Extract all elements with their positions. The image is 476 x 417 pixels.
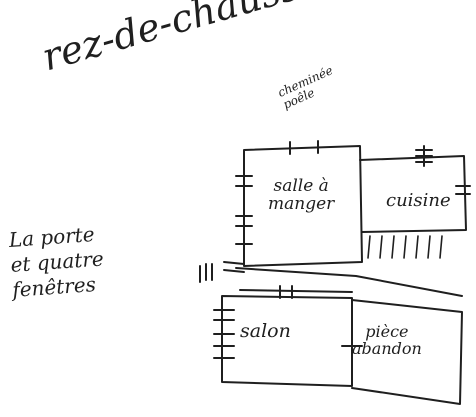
living-window-marks [213, 309, 235, 359]
dining-room-label: salle à manger [268, 176, 335, 214]
abandoned-room-label: pièce abandon [352, 322, 422, 358]
kitchen-stove-marks [415, 145, 471, 195]
living-room-label: salon [240, 320, 291, 342]
chimney-marks [289, 140, 319, 155]
kitchen-label: cuisine [386, 190, 451, 211]
abandoned-room-walls [351, 299, 463, 405]
living-room-walls [221, 295, 353, 387]
corridor-lines [199, 261, 463, 299]
dining-room-walls [243, 145, 363, 267]
kitchen-hatching [367, 235, 443, 259]
dining-window-marks [235, 175, 253, 245]
note-text: La porte et quatre fenêtres [8, 222, 105, 302]
